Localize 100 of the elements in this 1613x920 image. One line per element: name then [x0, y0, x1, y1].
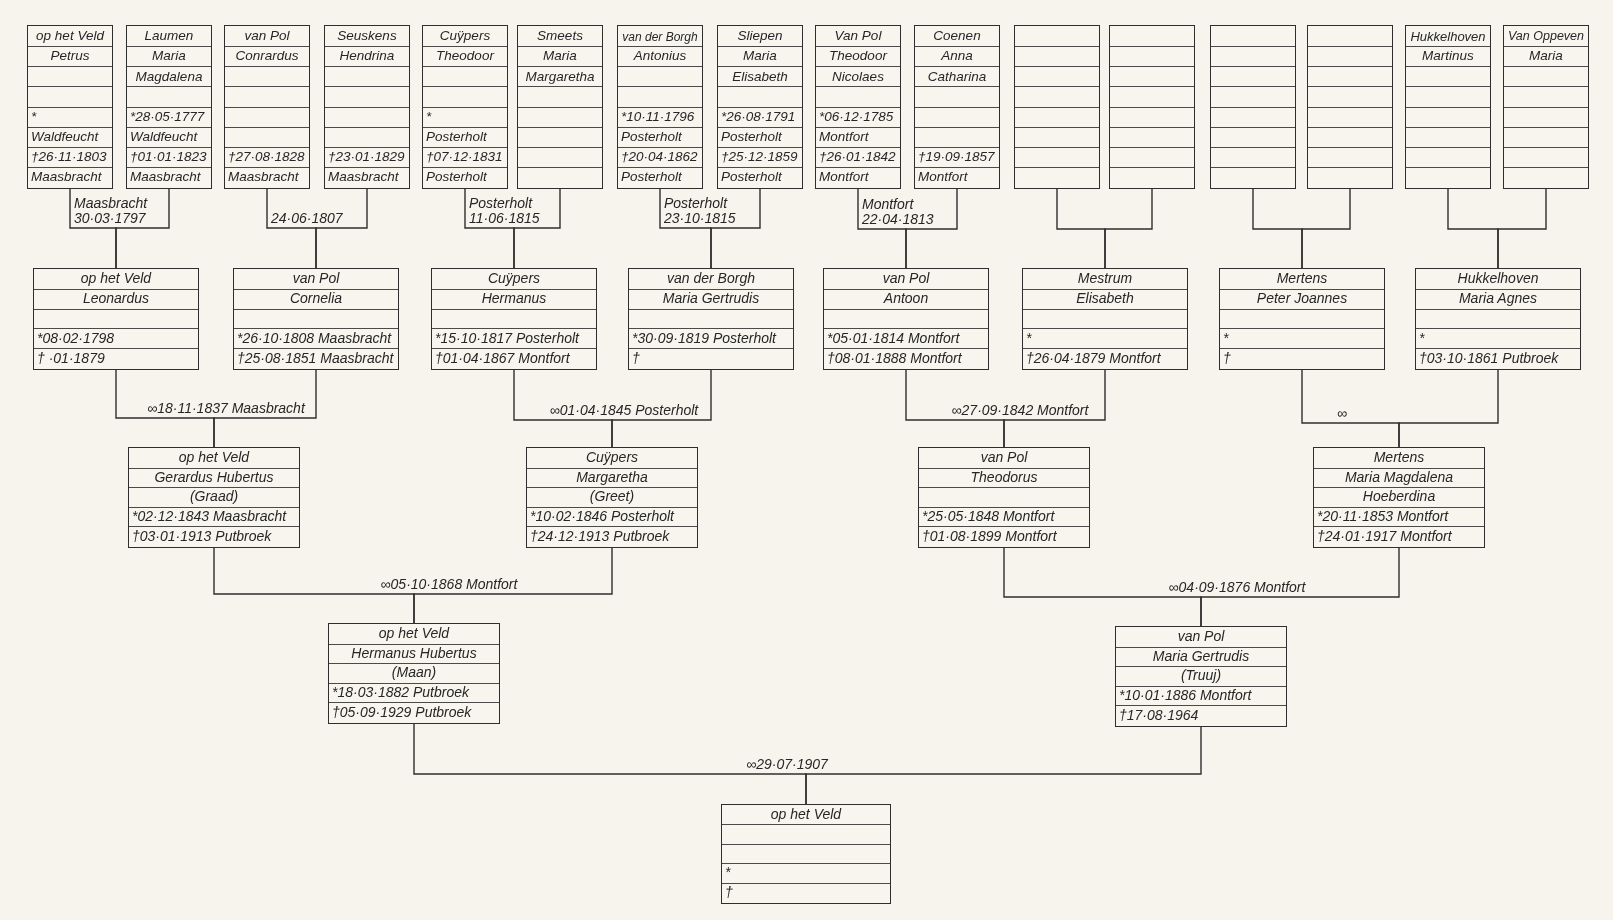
- birth-record-text: *: [1419, 330, 1425, 347]
- birth-record-text: *25·05·1848 Montfort: [922, 509, 1055, 525]
- pedigree-card: [27, 25, 113, 189]
- birth-record-text: *: [1223, 330, 1229, 347]
- given-name-text: Cornelia: [289, 291, 343, 307]
- birth-place-text: Posterholt: [721, 129, 782, 145]
- given-name-text: Hermanus: [481, 291, 547, 307]
- family-line: [1104, 188, 1153, 269]
- pedigree-card: [914, 25, 1000, 189]
- pedigree-card: [628, 268, 794, 370]
- given-name-text: Peter Joannes: [1256, 291, 1348, 307]
- death-date-text: †27·08·1828: [228, 150, 305, 165]
- surname-text: Coenen: [933, 29, 981, 45]
- death-place-text: Montfort: [918, 170, 968, 185]
- surname-text: Smeets: [537, 29, 583, 45]
- birth-record-text: *05·01·1814 Montfort: [827, 330, 960, 347]
- birth-record-text: *20·11·1853 Montfort: [1317, 509, 1449, 525]
- given-name-text: Antoon: [883, 291, 929, 307]
- pedigree-card: [918, 447, 1090, 548]
- pedigree-card: [1405, 25, 1491, 189]
- pedigree-card: [1503, 25, 1589, 189]
- pedigree-card: [233, 268, 399, 370]
- surname-text: van Pol: [292, 271, 340, 287]
- surname-text: Van Oppeven: [1508, 30, 1584, 45]
- surname-text: Laumen: [144, 29, 194, 45]
- death-record-text: †17·08·1964: [1119, 707, 1199, 723]
- death-record-text: †01·04·1867 Montfort: [435, 350, 570, 366]
- family-line: [1497, 188, 1547, 269]
- name-text: (Maan): [391, 665, 437, 681]
- given-name-text: Nicolaes: [832, 69, 884, 85]
- given-name-text: Elisabeth: [1076, 291, 1134, 307]
- family-line: [1003, 369, 1106, 448]
- pedigree-card: [1022, 268, 1188, 370]
- birth-place-text: Posterholt: [621, 129, 682, 145]
- given-name-text: Maria: [152, 49, 186, 65]
- pedigree-card: [721, 804, 891, 904]
- given-name-text: Margaretha: [525, 69, 595, 85]
- given-name-text: Maria: [743, 49, 777, 65]
- family-line: [611, 369, 712, 448]
- birth-record-text: *: [1026, 330, 1032, 347]
- death-record-text: †25·08·1851 Maasbracht: [237, 350, 394, 366]
- surname-text: op het Veld: [36, 29, 104, 45]
- pedigree-card: [617, 25, 703, 189]
- pedigree-card: [324, 25, 410, 189]
- pedigree-card: [526, 447, 698, 548]
- family-line: [315, 188, 368, 269]
- pedigree-card: [1415, 268, 1581, 370]
- death-date-text: †26·01·1842: [819, 150, 896, 165]
- surname-text: Cuÿpers: [439, 29, 491, 45]
- given-name-text: Maria Magdalena: [1344, 469, 1454, 486]
- name-text: (Truuj): [1180, 668, 1222, 684]
- birth-place-text: Montfort: [819, 129, 869, 145]
- family-line: [805, 726, 1202, 805]
- surname-text: van Pol: [244, 29, 290, 45]
- given-name-text: Hendrina: [339, 49, 395, 65]
- birth-date-text: *06·12·1785: [819, 109, 894, 125]
- surname-text: Mertens: [1373, 450, 1425, 466]
- birth-record-text: *08·02·1798: [37, 330, 115, 347]
- death-place-text: Posterholt: [426, 170, 487, 185]
- pedigree-card: [328, 623, 500, 724]
- surname-text: van der Borgh: [622, 30, 698, 45]
- name-text: (Graad): [189, 489, 239, 505]
- blank-record-card: [1307, 25, 1393, 189]
- given-name-text: Maria Agnes: [1458, 291, 1538, 307]
- death-record-text: †: [632, 350, 640, 366]
- death-record-text: †03·01·1913 Putbroek: [132, 528, 272, 544]
- death-record-text: †01·08·1899 Montfort: [922, 528, 1057, 544]
- death-date-text: †23·01·1829: [328, 150, 405, 165]
- given-name-text: Maria Gertrudis: [662, 291, 760, 307]
- surname-text: op het Veld: [178, 450, 250, 466]
- given-name-text: Petrus: [50, 49, 90, 65]
- surname-text: Cuÿpers: [585, 450, 639, 466]
- surname-text: van Pol: [882, 271, 930, 287]
- birth-record-text: *10·02·1846 Posterholt: [530, 509, 674, 525]
- given-name-text: Conrardus: [235, 49, 299, 65]
- given-name-text: Theodoor: [829, 49, 887, 65]
- given-name-text: Elisabeth: [732, 69, 788, 85]
- pedigree-card: [823, 268, 989, 370]
- birth-place-text: Waldfeucht: [31, 129, 99, 145]
- birth-date-text: *26·08·1791: [721, 109, 796, 125]
- birth-place-text: Waldfeucht: [130, 129, 198, 145]
- pedigree-card: [33, 268, 199, 370]
- pedigree-card: [517, 25, 603, 189]
- name-text: Hoeberdina: [1362, 489, 1436, 505]
- birth-record-text: *10·01·1886 Montfort: [1119, 688, 1252, 704]
- blank-record-card: [1014, 25, 1100, 189]
- given-name-text: Margaretha: [576, 469, 648, 486]
- birth-record-text: *26·10·1808 Maasbracht: [237, 330, 392, 347]
- pedigree-card: [815, 25, 901, 189]
- pedigree-card: [431, 268, 597, 370]
- birth-record-text: *18·03·1882 Putbroek: [332, 685, 469, 701]
- birth-place-text: Posterholt: [426, 129, 487, 145]
- death-record-text: †24·01·1917 Montfort: [1317, 528, 1452, 544]
- given-name-text: Hermanus Hubertus: [351, 645, 477, 662]
- birth-date-text: *28·05·1777: [130, 109, 205, 125]
- surname-text: Mertens: [1276, 271, 1328, 287]
- pedigree-card: [1219, 268, 1385, 370]
- given-name-text: Maria: [543, 49, 577, 65]
- pedigree-card: [224, 25, 310, 189]
- given-name-text: Maria: [1529, 49, 1563, 65]
